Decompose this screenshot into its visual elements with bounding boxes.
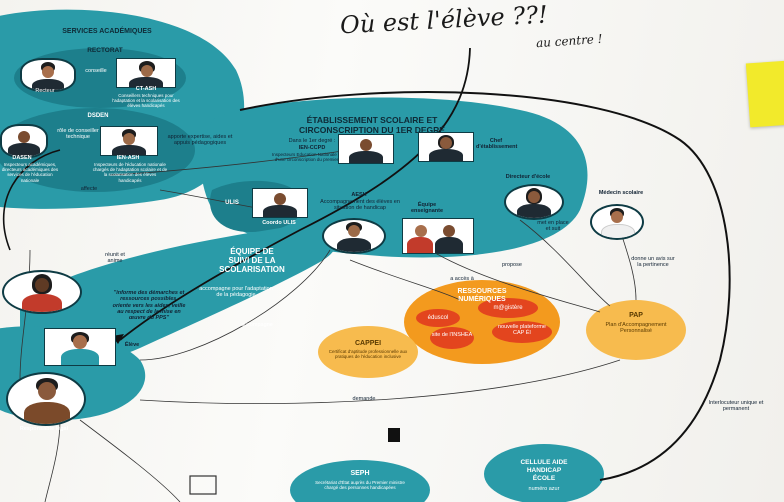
pap-ellipse — [586, 300, 686, 360]
ienccpd-avatar — [338, 134, 394, 164]
equipe-label: Équipe enseignante — [410, 202, 444, 215]
accompagne-label: accompagne — [241, 322, 273, 328]
ressources-title-2: NUMÉRIQUES — [458, 296, 506, 303]
accompagne-adapt: accompagne pour l'adaptation de la pédag… — [199, 286, 273, 299]
ienash-avatar — [100, 126, 158, 156]
propose-label: propose — [502, 262, 522, 268]
seph-ellipse — [290, 460, 430, 502]
cellule-ellipse — [484, 444, 604, 502]
demande-label: demande — [352, 396, 376, 402]
dasen-avatar — [0, 124, 48, 158]
eleve-label: Élève — [124, 342, 140, 348]
dasen-desc: Inspecteurs académiques, directeurs acad… — [1, 162, 59, 183]
ien-ccpd: IEN-CCPD — [298, 145, 326, 151]
directeur-avatar — [504, 184, 564, 220]
apporte-label: apporte expertise, aides et appuis pédag… — [167, 134, 233, 147]
numero-label: numéro azur — [528, 486, 560, 492]
rectorat-label: RECTORAT — [87, 47, 123, 54]
ess-title-2: SUIVI DE LA — [228, 256, 276, 265]
ctash-label: CT-ASH — [135, 86, 157, 92]
cappei-title: CAPPEI — [354, 340, 382, 347]
medecin-avatar — [590, 204, 644, 240]
dasen-label: DASEN — [12, 155, 32, 161]
responsable-avatar — [6, 372, 86, 426]
magistere-label: m@gistère — [493, 305, 523, 311]
pap-title: PAP — [629, 312, 643, 319]
ressources-title-1: RESSOURCES — [457, 288, 507, 295]
school-title-2: CIRCONSCRIPTION DU 1ER DEGRÉ — [299, 125, 445, 135]
inshea-label: site de l'INSHEA — [431, 332, 473, 338]
ctash-desc: Conseillers techniques pour l'adaptation… — [112, 93, 180, 109]
outer-loop — [239, 91, 731, 481]
chef-avatar — [418, 132, 474, 162]
ess-title-1: ÉQUIPE DE — [230, 247, 274, 256]
medecin-label: Médecin scolaire — [598, 190, 644, 196]
chef-label: Chef d'établissement — [476, 138, 518, 151]
school-title-1: ÉTABLISSEMENT SCOLAIRE ET — [306, 115, 438, 125]
equipe-avatar — [402, 218, 474, 254]
academic-title: SERVICES ACADÉMIQUES — [62, 28, 152, 35]
ienash-label: IEN-ASH — [116, 155, 140, 161]
aesh-avatar — [322, 218, 386, 254]
aesh-label: AESH — [351, 192, 367, 198]
ctash-avatar — [116, 58, 176, 88]
cappei-ellipse — [318, 326, 418, 378]
cellule-title-2: HANDICAP — [526, 467, 562, 474]
cellule-title-1: CELLULE AIDE — [520, 459, 568, 466]
recteur-avatar — [20, 58, 76, 92]
eduscol-label: éduscol — [427, 315, 449, 321]
donne-label: donne un avis sur la pertinence — [631, 256, 675, 269]
ien-ccpd-lbl: Dans le 1er degré : — [288, 138, 336, 144]
ienash-desc: Inspecteurs de l'éducation nationale cha… — [92, 162, 168, 183]
plateforme-label: nouvelle plateforme CAP ÉI — [497, 324, 546, 337]
acces-label: a accès à — [450, 276, 474, 282]
directeur-label: Directeur d'école — [505, 174, 551, 180]
ess-quote: "informe des démarches et ressources pos… — [112, 290, 186, 322]
affecte-label: affecte — [80, 186, 98, 192]
enseignant-referent-avatar — [2, 270, 82, 314]
eleve-avatar — [44, 328, 116, 366]
ess-title-3: SCOLARISATION — [219, 265, 285, 274]
coord-avatar — [252, 188, 308, 218]
responsable-label: Responsable légal — [19, 426, 69, 432]
dsden-label: DSDEN — [87, 113, 109, 119]
cappei-desc: Certificat d'aptitude professionnelle au… — [328, 349, 408, 360]
pap-desc: Plan d'Accompagnement Personnalisé — [605, 322, 667, 335]
reunit-label: réunit et anime — [105, 252, 125, 265]
interlocuteur-label: Interlocuteur unique et permanent — [708, 400, 764, 413]
role-label: rôle de conseiller technique — [57, 128, 99, 141]
met-en-place-label: met en place et suit — [537, 220, 569, 233]
coord-label: Coordo ULIS — [262, 220, 296, 226]
hand-arrow — [119, 47, 471, 341]
aesh-desc: Accompagnement des élèves en situation d… — [320, 199, 400, 212]
cellule-title-3: ÉCOLE — [532, 475, 556, 482]
seph-title: SEPH — [350, 470, 370, 477]
ien-ccpd-desc: Inspecteurs Education Nationale chargés … — [271, 152, 355, 163]
conseille-label: conseille — [85, 68, 107, 74]
recteur-label: Recteur — [35, 88, 55, 94]
seph-desc: Secrétariat d'État auprès du Premier min… — [315, 480, 405, 491]
ulis-label: ULIS — [225, 200, 239, 206]
